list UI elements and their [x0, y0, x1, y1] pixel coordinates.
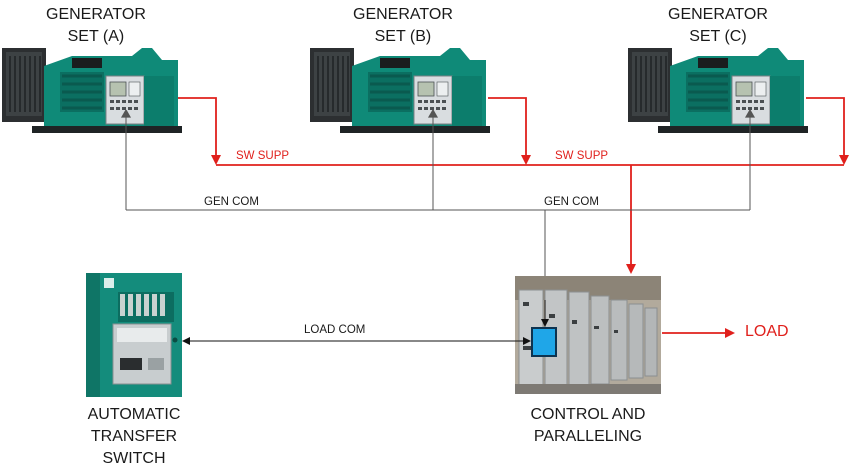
generator-a-title: GENERATOR SET (A)	[46, 4, 146, 48]
generator-c-title-line1: GENERATOR	[668, 6, 768, 23]
generator-a-title-line1: GENERATOR	[46, 6, 146, 23]
generator-a-title-line2: SET (A)	[67, 28, 125, 45]
ats-cabinet-image	[86, 273, 182, 397]
gen-com-arrow-b	[427, 109, 439, 118]
control-title: CONTROL AND PARALLELING	[524, 404, 652, 448]
generator-b-title: GENERATOR SET (B)	[353, 4, 453, 48]
ats-title-line2: TRANSFER	[90, 428, 178, 445]
sw-supp-lines	[178, 97, 849, 338]
gen-com-lines	[125, 116, 751, 318]
control-title-line1: CONTROL AND	[530, 406, 646, 423]
generator-c-image	[626, 46, 810, 135]
load-label: LOAD	[745, 323, 789, 340]
gen-com-arrow-a	[120, 109, 132, 118]
control-title-line2: PARALLELING	[533, 428, 643, 445]
sw-supp-line-c	[806, 97, 849, 165]
sw-supp-label-1: SW SUPP	[236, 150, 290, 162]
ats-title-line1: AUTOMATIC	[87, 406, 181, 423]
sw-supp-line-b	[488, 97, 531, 165]
generator-c-title-line2: SET (C)	[689, 28, 747, 45]
generator-c-title: GENERATOR SET (C)	[668, 4, 768, 48]
ats-title: AUTOMATIC TRANSFER SWITCH	[72, 404, 196, 470]
load-com-label: LOAD COM	[304, 324, 366, 336]
sw-supp-label-2: SW SUPP	[555, 150, 609, 162]
generator-a-image	[0, 46, 184, 135]
sw-supp-line-a	[178, 97, 221, 165]
gen-com-label-1: GEN COM	[204, 196, 259, 208]
generator-b-image	[308, 46, 492, 135]
generator-b-title-line1: GENERATOR	[353, 6, 453, 23]
generator-b-title-line2: SET (B)	[374, 28, 432, 45]
ats-title-line3: SWITCH	[102, 450, 166, 467]
control-panel-blue-screen	[531, 327, 557, 357]
gen-com-arrow-c	[744, 109, 756, 118]
gen-com-label-2: GEN COM	[544, 196, 599, 208]
